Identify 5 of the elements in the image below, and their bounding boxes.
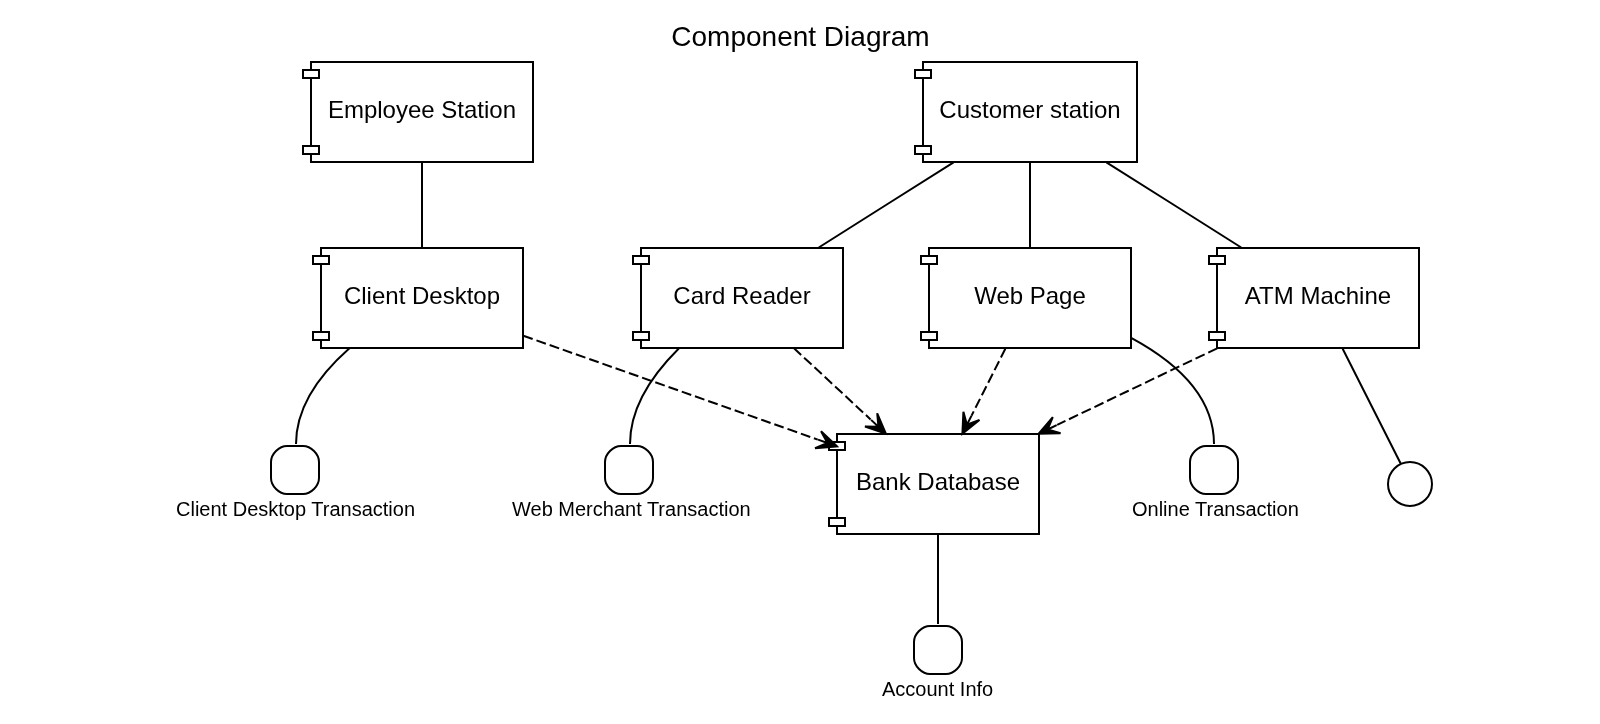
node-label: Online Transaction: [1131, 498, 1299, 520]
node-label: Account Info: [881, 678, 993, 700]
diagram-title: Component Diagram: [670, 21, 930, 53]
node-label: Web Merchant Transaction: [511, 498, 751, 520]
node-label: Client Desktop Transaction: [175, 498, 415, 520]
